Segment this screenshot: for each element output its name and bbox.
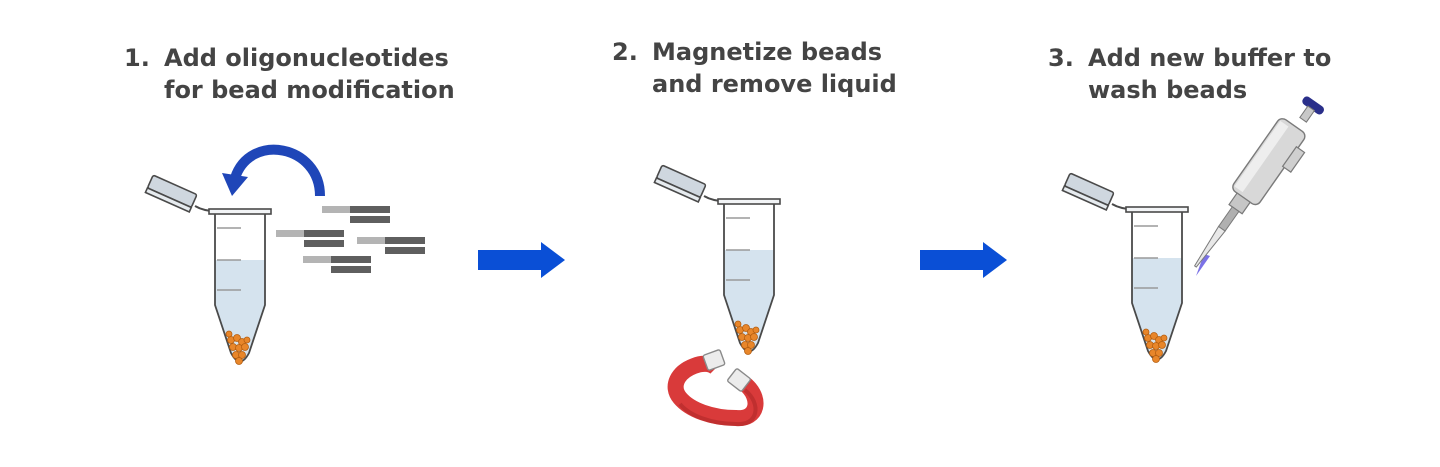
- right-arrow-icon: [478, 242, 565, 278]
- step-2-tube: [653, 164, 781, 356]
- step-3-number: 3.: [1048, 44, 1074, 72]
- step-1-line-2: for bead modification: [164, 76, 455, 104]
- step-1-title: 1. Add oligonucleotides for bead modifica…: [124, 42, 455, 106]
- step-3-line-1: Add new buffer to: [1088, 44, 1332, 72]
- oligonucleotide-icon: [276, 206, 425, 273]
- step-2-number: 2.: [612, 38, 638, 66]
- step-1-line-1: Add oligonucleotides: [164, 44, 449, 72]
- curved-arrow-icon: [222, 144, 325, 197]
- step-2-line-1: Magnetize beads: [652, 38, 883, 66]
- step-3-title: 3. Add new buffer to wash beads: [1048, 42, 1331, 106]
- pipette-icon: [1193, 96, 1324, 276]
- right-arrow-icon: [920, 242, 1007, 278]
- step-1-tube: [144, 174, 272, 366]
- step-3-line-2: wash beads: [1088, 76, 1248, 104]
- step-3-tube: [1061, 172, 1189, 364]
- step-2-line-2: and remove liquid: [652, 70, 897, 98]
- step-2-title: 2. Magnetize beads and remove liquid: [612, 36, 897, 100]
- horseshoe-magnet-icon: [667, 349, 764, 427]
- step-1-number: 1.: [124, 44, 150, 72]
